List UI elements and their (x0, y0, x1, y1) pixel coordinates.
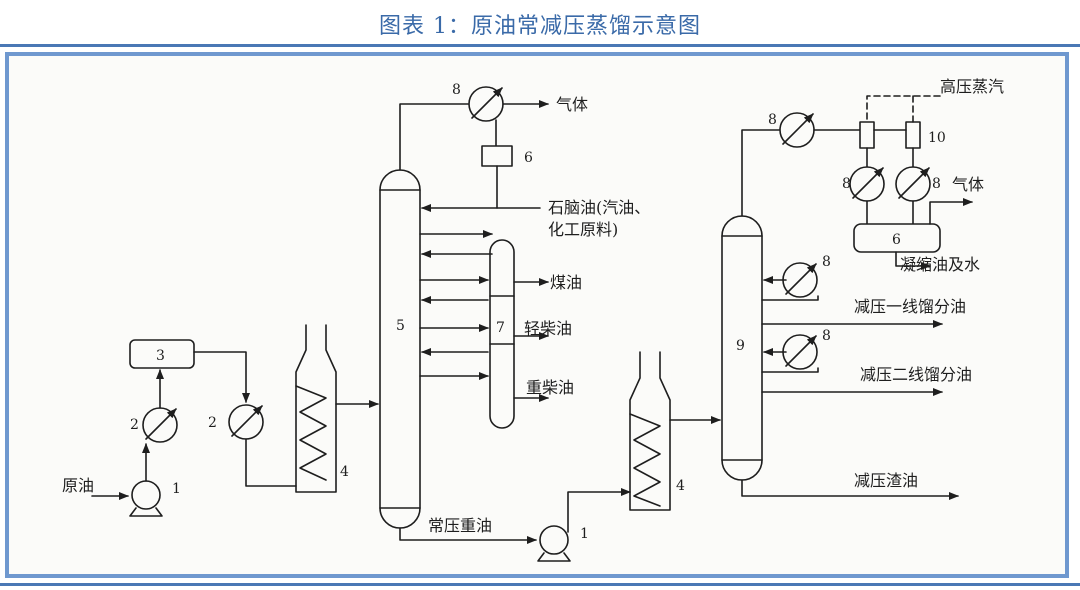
bottom-rule (0, 583, 1080, 586)
label-atm-residue: 常压重油 (428, 516, 492, 535)
num-exchanger-b: 2 (208, 415, 217, 431)
atm-tower-5 (379, 169, 421, 529)
num-ejector: 10 (928, 130, 946, 146)
label-condensate: 凝缩油及水 (900, 255, 980, 274)
cooler-8-cut1 (783, 263, 817, 297)
line-hp-steam (866, 95, 941, 123)
diagram-frame (5, 52, 1069, 578)
separator-6-atm (481, 145, 513, 167)
line-atm-overhead (399, 103, 469, 171)
line-vac-gas (929, 198, 973, 225)
pump-1-right (537, 525, 571, 562)
line-cut2-pumparound (761, 367, 819, 373)
figure-title: 图表 1：原油常减压蒸馏示意图 (379, 14, 701, 39)
num-vac-tower: 9 (736, 338, 745, 354)
exchanger-2-b (229, 405, 263, 439)
num-cooler-vac: 8 (768, 112, 777, 128)
desalter-3 (129, 339, 195, 369)
ejector-10-a (859, 121, 875, 149)
label-naphtha-2: 化工原料) (548, 220, 618, 239)
stripper-7 (489, 239, 515, 429)
cooler-8-atm (469, 87, 503, 121)
num-cooler-cut1: 8 (822, 254, 831, 270)
ejector-10-b (905, 121, 921, 149)
distillation-diagram: 原油 气体 石脑油(汽油、 化工原料) 煤油 轻柴油 重柴油 常压重油 高压蒸汽… (62, 77, 1004, 562)
line-atm-bottoms (399, 527, 537, 544)
num-desalter: 3 (156, 348, 165, 364)
num-pump-right: 1 (580, 526, 589, 542)
num-furnace-right: 4 (676, 478, 685, 494)
num-separator-atm: 6 (524, 150, 533, 166)
cooler-8-cut2 (783, 335, 817, 369)
line-cut1-pumparound (761, 295, 819, 301)
num-exchanger-a: 2 (130, 417, 139, 433)
num-cooler-ej-b: 8 (932, 176, 941, 192)
num-stripper: 7 (496, 320, 505, 336)
num-cooler-cut2: 8 (822, 328, 831, 344)
line-hx2-to-furnace (245, 438, 297, 487)
line-vac-residue (741, 479, 959, 500)
cooler-8-ej-b (896, 167, 930, 201)
num-pump-left: 1 (172, 481, 181, 497)
separator-6-vac (853, 223, 941, 253)
label-hp-steam: 高压蒸汽 (940, 77, 1004, 96)
exchanger-2-a (143, 408, 177, 442)
cooler-8-ej-a (850, 167, 884, 201)
title-rule (0, 44, 1080, 47)
num-separator-vac: 6 (892, 232, 901, 248)
num-cooler-atm: 8 (452, 82, 461, 98)
label-vac-residue: 减压渣油 (854, 471, 918, 490)
line-vac-overhead (741, 129, 781, 217)
label-gas-right: 气体 (952, 175, 984, 194)
line-condensate (895, 251, 931, 270)
furnace-4-right (629, 351, 671, 511)
line-desalter-to-hx2 (193, 351, 250, 403)
label-crude-oil: 原油 (62, 476, 94, 495)
label-vac-cut1: 减压一线馏分油 (854, 297, 966, 316)
label-vac-cut2: 减压二线馏分油 (860, 365, 972, 384)
num-atm-tower: 5 (396, 318, 405, 334)
cooler-8-vac (780, 113, 814, 147)
num-furnace-left: 4 (340, 464, 349, 480)
line-pump-to-furnace (567, 488, 631, 533)
label-kerosene: 煤油 (550, 273, 582, 292)
label-naphtha-1: 石脑油(汽油、 (548, 198, 650, 217)
label-gas-top: 气体 (556, 95, 588, 114)
furnace-4-left (295, 324, 337, 493)
pump-1-left (129, 480, 163, 517)
label-light-diesel: 轻柴油 (524, 319, 572, 338)
label-heavy-diesel: 重柴油 (526, 378, 574, 397)
num-cooler-ej-a: 8 (842, 176, 851, 192)
